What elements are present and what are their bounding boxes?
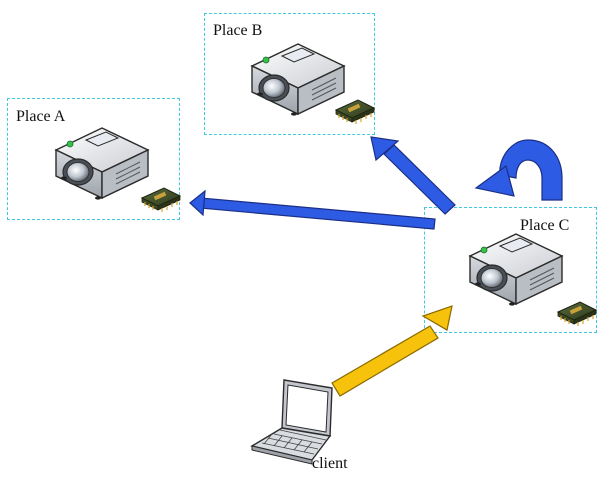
place-a-box xyxy=(7,98,180,220)
place-c-label: Place C xyxy=(520,217,570,234)
self-loop-arrow xyxy=(474,139,563,201)
place-a-chip-icon xyxy=(141,187,181,213)
place-b-chip-icon xyxy=(335,99,375,125)
laptop-icon xyxy=(250,379,333,465)
place-b-box xyxy=(204,13,375,135)
place-c-projector-icon xyxy=(469,233,563,307)
migration-arrow-to-place-a xyxy=(189,189,436,230)
place-c-chip-icon xyxy=(557,301,597,327)
client-label: client xyxy=(312,455,348,472)
place-b-label: Place B xyxy=(213,22,263,39)
place-b-projector-icon xyxy=(251,43,345,117)
place-a-label: Place A xyxy=(16,108,66,125)
migration-arrow-to-place-b xyxy=(370,136,456,215)
place-c-box xyxy=(424,207,597,333)
client-request-arrow xyxy=(331,305,453,397)
place-a-projector-icon xyxy=(55,127,149,201)
